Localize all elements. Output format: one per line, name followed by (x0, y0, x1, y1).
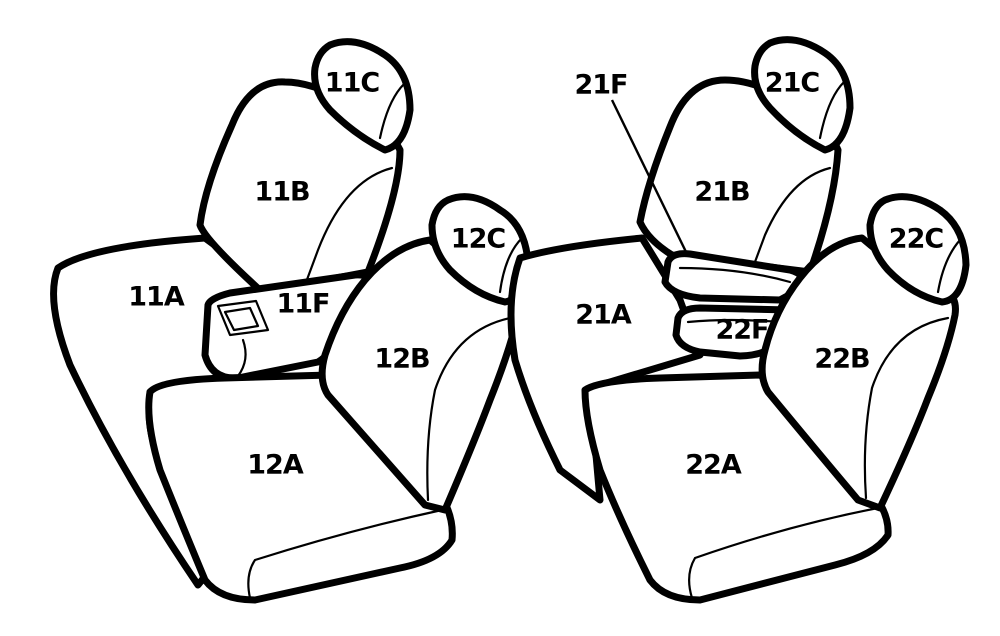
label-21B: 21B (694, 177, 749, 208)
label-11C: 11C (325, 68, 380, 99)
label-11B: 11B (254, 177, 309, 208)
label-22C: 22C (889, 224, 944, 255)
left-seat-set (50, 38, 532, 604)
part-11C (311, 38, 414, 154)
label-21F: 21F (574, 70, 627, 101)
label-11F: 11F (276, 289, 329, 320)
leader-line-21F (610, 99, 690, 257)
label-22F: 22F (715, 315, 768, 346)
label-12B: 12B (374, 344, 429, 375)
label-11A: 11A (128, 282, 185, 313)
part-labels: 11C 11B 11A 11F 12C 12B 12A 21C 21F 21B … (128, 68, 944, 481)
label-21A: 21A (575, 300, 632, 331)
label-12C: 12C (451, 224, 506, 255)
part-22C (866, 193, 970, 306)
label-21C: 21C (765, 68, 820, 99)
label-22B: 22B (814, 344, 869, 375)
part-21A (507, 234, 704, 504)
label-12A: 12A (247, 450, 304, 481)
label-22A: 22A (685, 450, 742, 481)
right-seat-set (507, 36, 970, 604)
part-21C (751, 36, 854, 154)
part-12C (428, 193, 532, 306)
